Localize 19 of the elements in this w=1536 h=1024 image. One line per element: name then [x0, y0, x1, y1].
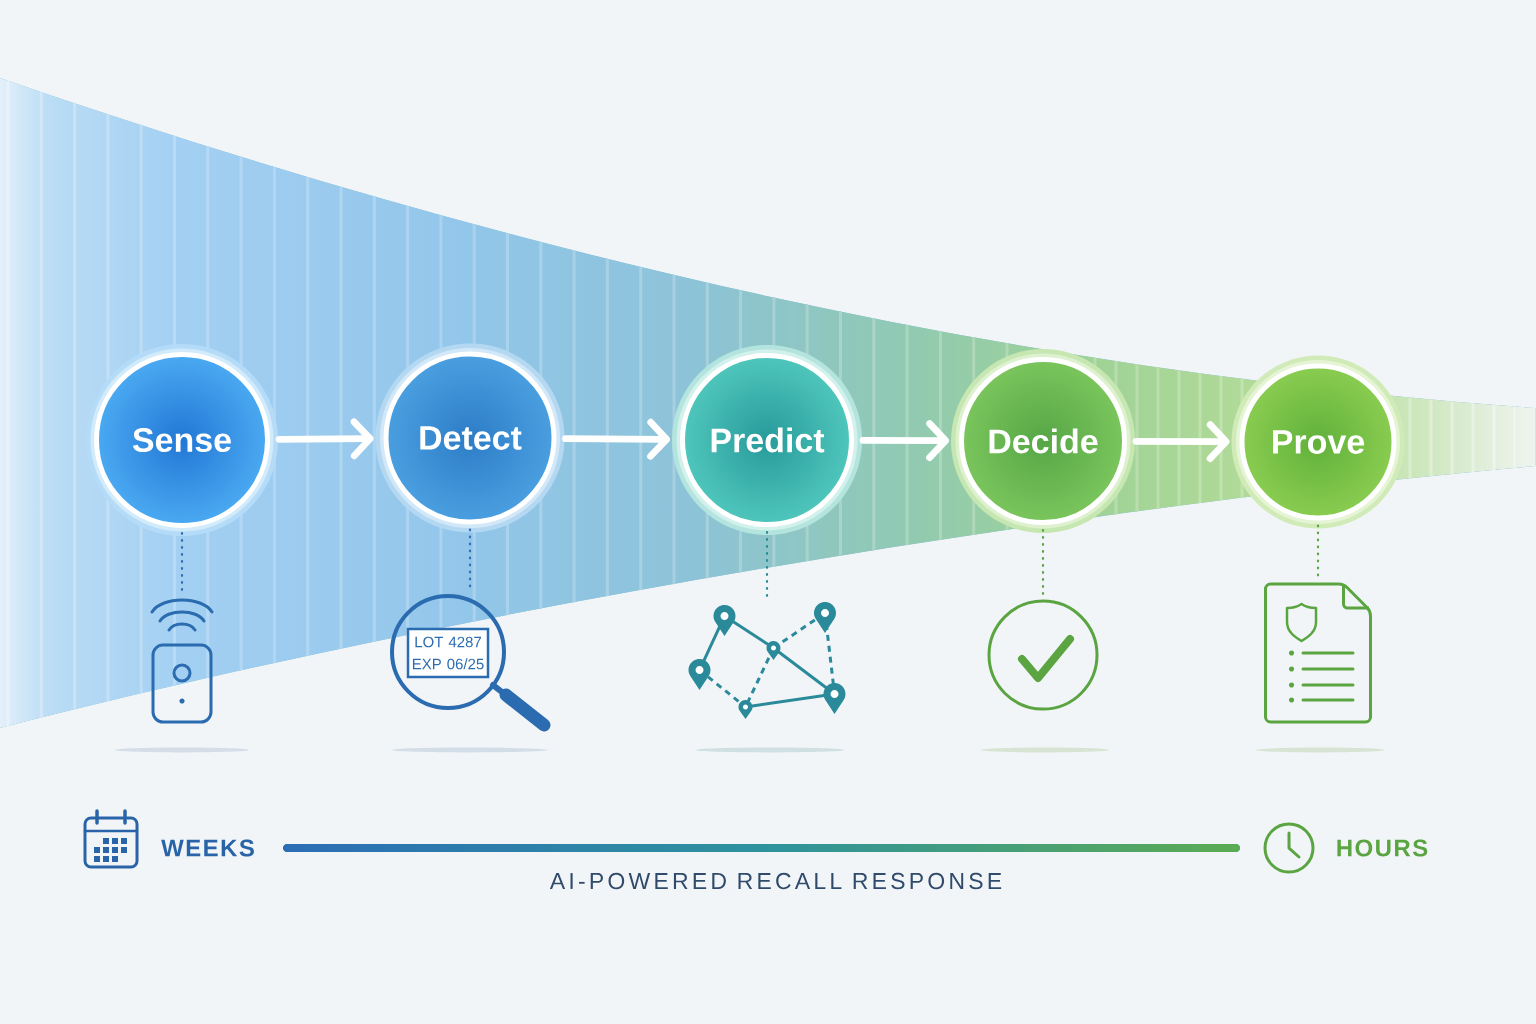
dotted-line [468, 528, 472, 590]
time-label: WEEKS [161, 839, 254, 857]
arrow [859, 420, 949, 461]
arrow [562, 418, 670, 460]
arrow [1132, 421, 1230, 462]
dotted-line [1316, 524, 1320, 579]
timeline-caption: AI-POWERED RECALL RESPONSE [549, 872, 1002, 890]
magnifier-icon [390, 594, 551, 732]
map-pins-icon [688, 602, 846, 719]
dotted-line [180, 531, 184, 594]
time-label: HOURS [1337, 839, 1428, 857]
arrow [275, 418, 374, 460]
label-box: LOT 4287 EXP 06/25 [406, 627, 490, 679]
check-circle-icon [987, 599, 1099, 711]
dotted-line [765, 530, 769, 598]
dotted-line [1041, 528, 1045, 596]
node-label: Sense [132, 427, 231, 453]
sensor-icon [150, 598, 214, 724]
document-icon [1264, 582, 1372, 724]
